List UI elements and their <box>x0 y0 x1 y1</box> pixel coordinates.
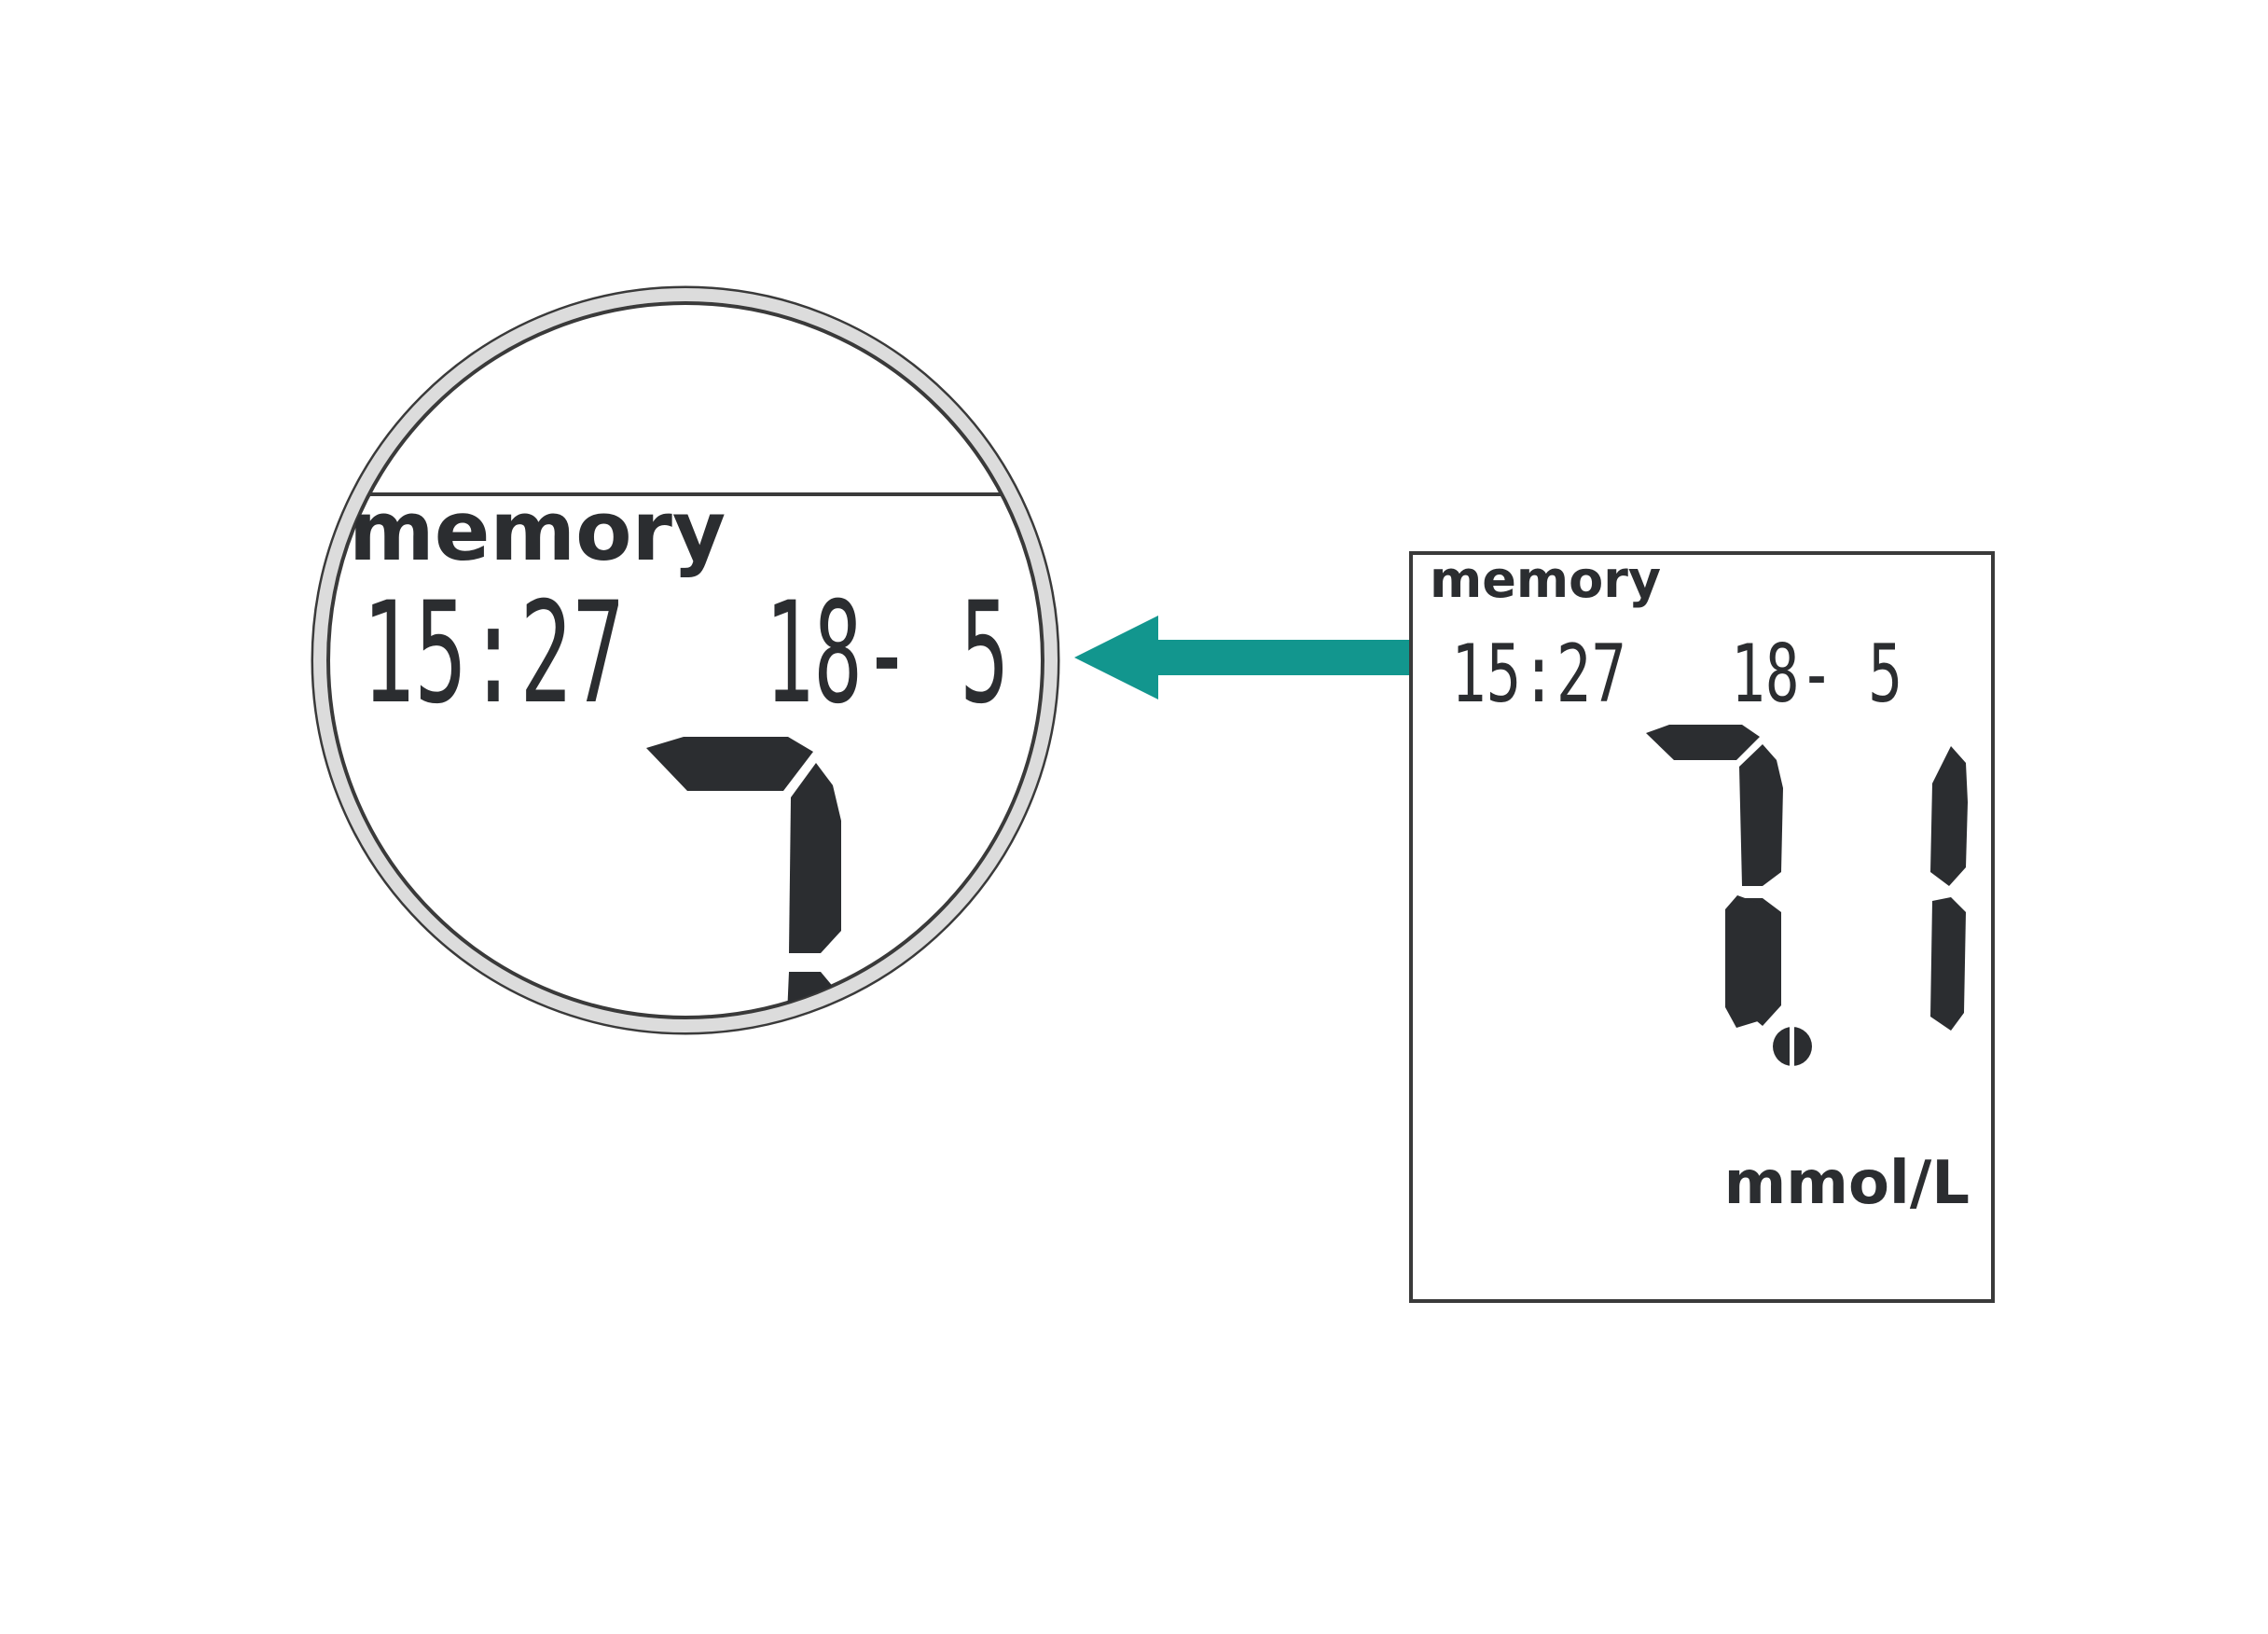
magnifier-lens: memory 15:27 18- 5 <box>311 285 1060 1035</box>
lens-digit-7-upper-right-segment <box>789 763 841 953</box>
lens-mode-label: memory <box>349 483 726 579</box>
lens-contents: memory 15:27 18- 5 <box>328 483 1043 1018</box>
arrow-head <box>1074 616 1158 699</box>
lens-date: 18- 5 <box>765 573 1009 735</box>
lens-ring-band <box>313 288 1058 1032</box>
display-time: 15:27 <box>1451 628 1626 721</box>
lens-time: 15:27 <box>362 573 625 735</box>
digit-7-upper-right-segment <box>1739 744 1783 886</box>
arrow-left-icon <box>1074 616 1416 699</box>
arrow-shaft <box>1145 640 1416 675</box>
lens-digit-7-top-segment <box>646 737 813 791</box>
digit-1-lower-segment <box>1930 897 1966 1031</box>
decimal-point <box>1773 1026 1812 1067</box>
decimal-point-notch <box>1790 1026 1794 1067</box>
display-mode-label: memory <box>1430 550 1661 609</box>
display-frame <box>1409 551 1995 1303</box>
lens-reading-digit-7 <box>646 737 841 1018</box>
reading-digit-7 <box>1646 725 1783 1028</box>
display-unit: mmol/L <box>1724 1149 1970 1218</box>
lens-inner-edge <box>326 301 1044 1019</box>
reading-digit-1 <box>1930 746 1968 1031</box>
digit-1-upper-segment <box>1930 746 1968 886</box>
digit-7-lower-left-segment <box>1725 895 1758 1028</box>
digit-7-top-segment <box>1646 725 1760 760</box>
meter-display: memory 15:27 18- 5 mmol/L <box>1409 550 1995 1303</box>
display-reading <box>1646 725 1968 1067</box>
display-date: 18- 5 <box>1731 628 1902 721</box>
